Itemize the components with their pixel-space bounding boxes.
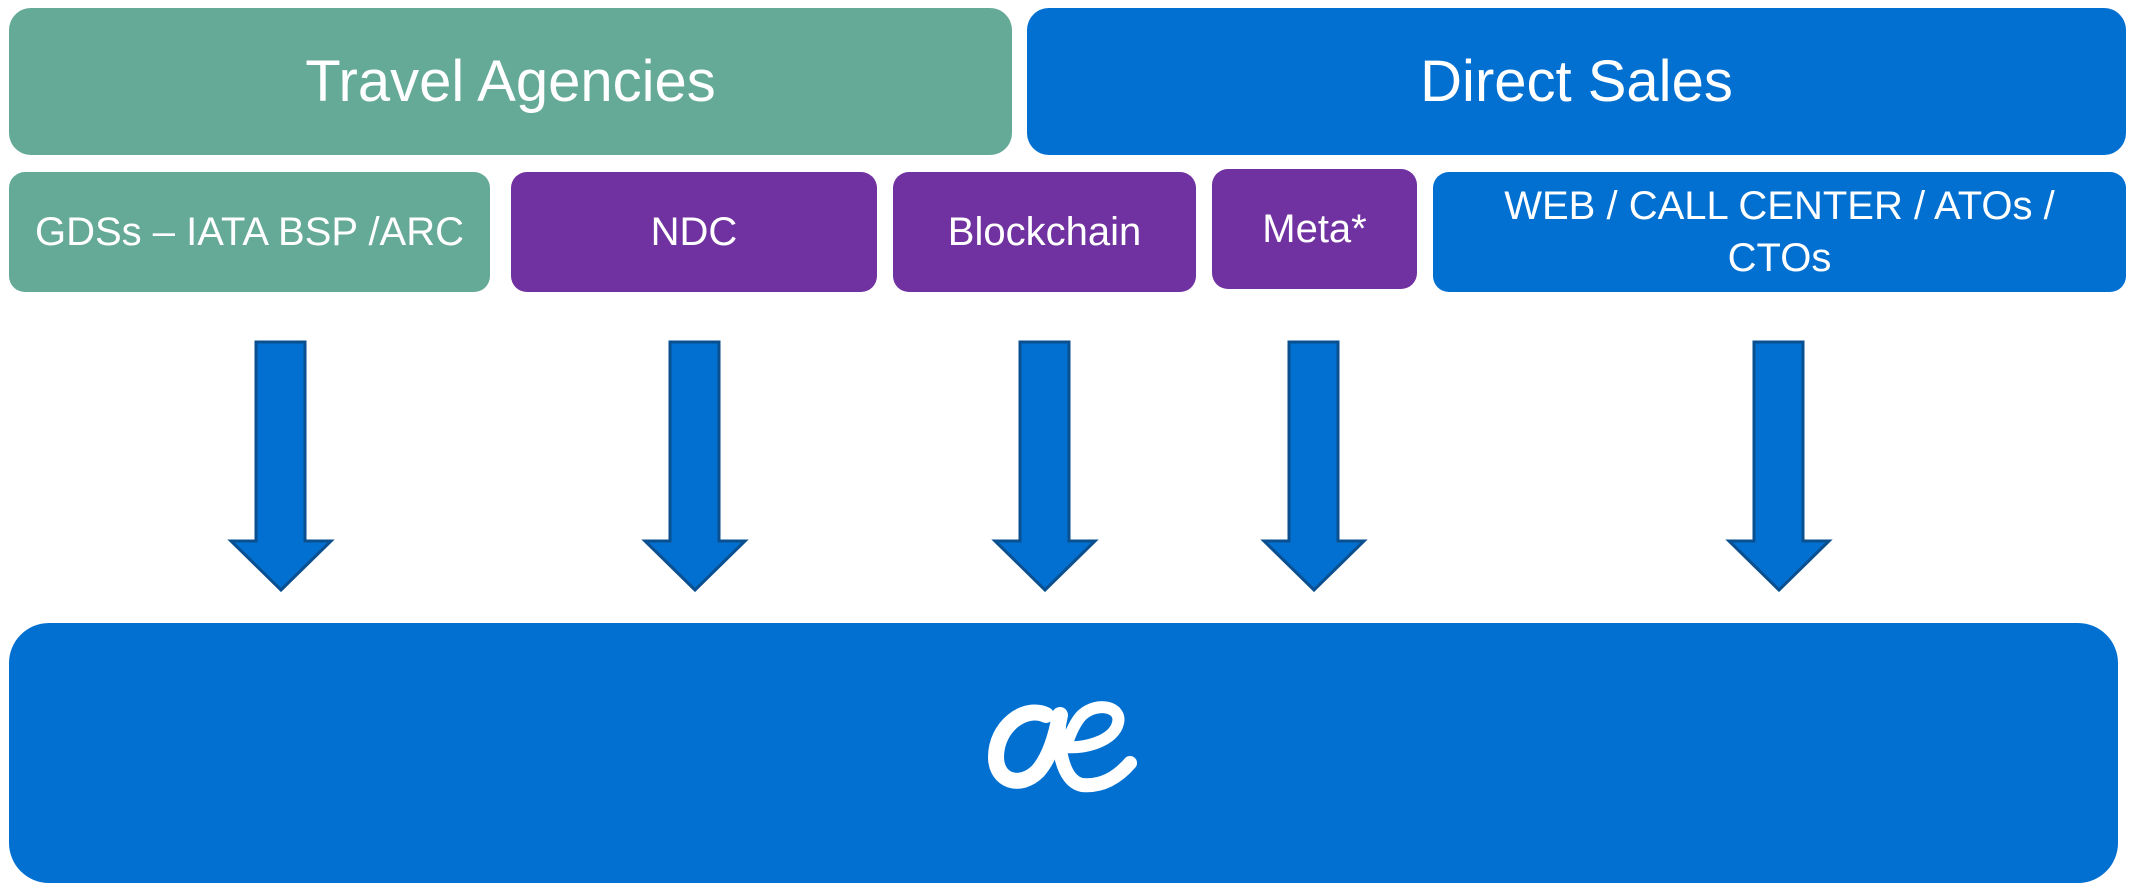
channel-meta: Meta* — [1212, 169, 1417, 289]
channel-meta-label: Meta* — [1262, 207, 1367, 251]
channel-ndc-label: NDC — [650, 210, 738, 254]
channel-ndc: NDC — [511, 172, 877, 292]
ae-logo-icon — [987, 701, 1137, 793]
arrow-web — [1725, 340, 1833, 593]
arrow-meta — [1260, 340, 1368, 593]
airline-destination-box — [9, 623, 2118, 883]
arrow-blockchain — [991, 340, 1099, 593]
arrow-gds — [227, 340, 335, 593]
channel-web-label: WEB / CALL CENTER / ATOs / CTOs — [1504, 184, 2055, 280]
channel-blockchain: Blockchain — [893, 172, 1196, 292]
channel-blockchain-label: Blockchain — [947, 210, 1142, 254]
channel-web: WEB / CALL CENTER / ATOs / CTOs — [1433, 172, 2126, 292]
direct-sales-header: Direct Sales — [1027, 8, 2126, 155]
channel-gds-label: GDSs – IATA BSP /ARC — [34, 210, 465, 254]
travel-agencies-header: Travel Agencies — [9, 8, 1012, 155]
travel-agencies-label: Travel Agencies — [305, 49, 716, 114]
channel-gds: GDSs – IATA BSP /ARC — [9, 172, 490, 292]
arrow-ndc — [641, 340, 749, 593]
direct-sales-label: Direct Sales — [1420, 49, 1733, 114]
